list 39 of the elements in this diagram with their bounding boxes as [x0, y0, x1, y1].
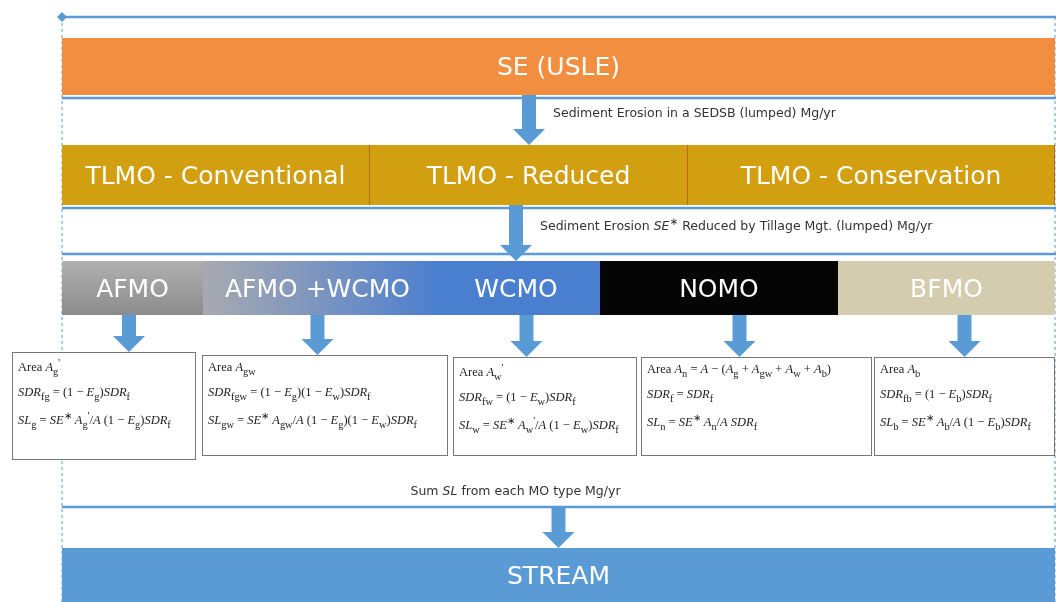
formula-text: SDR$_{fg}$ = (1 − E$_{g}$)SDR$_{f}$ — [18, 384, 131, 402]
process-band: TLMO - Reduced — [370, 145, 688, 205]
formula-text: SL$_{n}$ = SE$^{∗}$ A$_{n}$/A SDR$_{f}$ — [647, 411, 759, 432]
formula-box — [641, 357, 872, 456]
block-arrow — [113, 315, 145, 352]
process-band: TLMO - Conservation — [688, 145, 1055, 205]
edge-label: Sediment Erosion in a SEDSB (lumped) Mg/yr — [551, 105, 838, 120]
process-band: NOMO — [600, 261, 838, 315]
process-band: TLMO - Conventional — [62, 145, 370, 205]
formula-box — [453, 357, 637, 456]
block-arrow — [513, 95, 545, 145]
formula-text: SDR$_{fgw}$ = (1 − E$_{g}$)(1 − E$_{w}$)SDR$_{f}$ — [208, 384, 372, 401]
edge-label: Sediment Erosion SE$^{∗}$ Reduced by Tillage Mgt. (lumped) Mg/yr — [538, 215, 935, 234]
formula-text: SL$_{g}$ = SE$^{∗}$ A$_{g}$$^{'}$/A (1 − E$_{g}$)SDR$_{f}$ — [18, 409, 172, 430]
formula-text: SDR$_{f}$ = SDR$_{f}$ — [647, 386, 715, 403]
formula-text: SL$_{w}$ = SE$^{∗}$ A$_{w}$$^{'}$/A (1 − E$_{w}$)SDR$_{f}$ — [459, 414, 620, 435]
process-band: SE (USLE) — [62, 38, 1055, 95]
formula-text: SL$_{b}$ = SE$^{∗}$ A$_{b}$/A (1 − E$_{b}$)SDR$_{f}$ — [880, 411, 1032, 432]
formula-box — [874, 357, 1055, 456]
block-arrow — [500, 205, 532, 261]
block-arrow — [723, 315, 756, 357]
formula-box — [202, 355, 448, 456]
formula-text: SDR$_{fb}$ = (1 − E$_{b}$)SDR$_{f}$ — [880, 386, 993, 403]
formula-text: Area A$_{b}$ — [880, 362, 922, 379]
block-arrow — [542, 508, 575, 548]
formula-text: Area A$_{gw}$ — [208, 360, 257, 377]
block-arrow — [510, 315, 543, 357]
process-band: WCMO — [432, 261, 600, 315]
process-band: STREAM — [62, 548, 1055, 602]
formula-text: SDR$_{fw}$ = (1 − E$_{w}$)SDR$_{f}$ — [459, 389, 577, 407]
process-band: AFMO — [62, 261, 203, 315]
process-band: BFMO — [838, 261, 1055, 315]
block-arrow — [948, 315, 981, 357]
block-arrow — [301, 315, 334, 355]
formula-text: Area A$_{n}$ = A − (A$_{g}$ + A$_{gw}$ + A$_{w}$ + A$_{b}$) — [647, 362, 832, 379]
formula-box — [12, 352, 196, 460]
process-band: AFMO +WCMO — [203, 261, 432, 315]
edge-label: Sum SL from each MO type Mg/yr — [408, 483, 623, 498]
formula-text: SL$_{gw}$ = SE$^{∗}$ A$_{gw}$/A (1 − E$_{g}$)(1 − E$_{w}$)SDR$_{f}$ — [208, 409, 418, 430]
